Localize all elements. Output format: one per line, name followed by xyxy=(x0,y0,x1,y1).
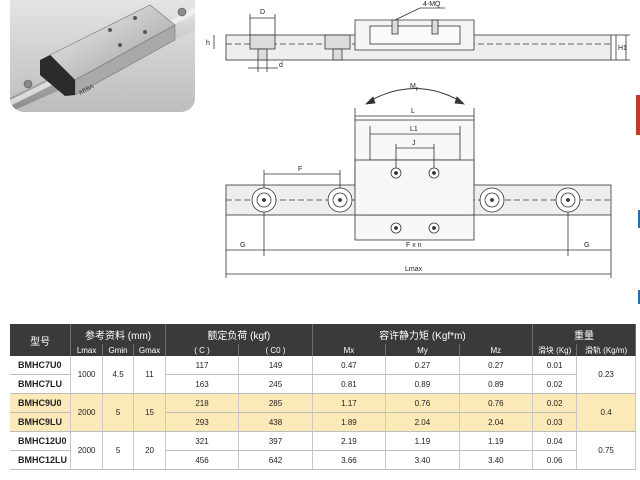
mx-cell: 1.89 xyxy=(312,412,387,432)
dim-4mq-label: 4-MQ xyxy=(423,1,441,8)
mz-cell: 2.04 xyxy=(459,412,534,432)
my-cell: 0.27 xyxy=(385,356,460,375)
mx-cell: 3.66 xyxy=(312,450,387,470)
c0-cell: 149 xyxy=(238,356,313,375)
c0-cell: 438 xyxy=(238,412,313,432)
mx-cell: 1.17 xyxy=(312,393,387,413)
model-cell: BMHC12LU xyxy=(10,450,72,470)
c-cell: 218 xyxy=(165,393,240,413)
c0-cell: 642 xyxy=(238,450,313,470)
header-rail-weight: 滑轨 (Kg/m) xyxy=(576,344,636,356)
block-weight-cell: 0.02 xyxy=(532,374,578,394)
header-c: ( C ) xyxy=(165,344,240,356)
gmin-cell: 5 xyxy=(102,431,135,470)
dim-D-label: D xyxy=(260,9,265,16)
dim-J-label: J xyxy=(412,140,416,147)
table-row: BMHC12LU 456 642 3.66 3.40 3.40 0.06 xyxy=(10,450,636,470)
mx-cell: 0.81 xyxy=(312,374,387,394)
rail-weight-cell: 0.4 xyxy=(576,393,636,432)
mx-cell: 2.19 xyxy=(312,431,387,451)
c-cell: 456 xyxy=(165,450,240,470)
dim-h-label: h xyxy=(206,40,210,47)
gmin-cell: 5 xyxy=(102,393,135,432)
gmax-cell: 11 xyxy=(133,356,166,394)
block-weight-cell: 0.04 xyxy=(532,431,578,451)
mz-cell: 3.40 xyxy=(459,450,534,470)
lmax-cell: 1000 xyxy=(70,356,103,394)
gmin-cell: 4.5 xyxy=(102,356,135,394)
c0-cell: 285 xyxy=(238,393,313,413)
c-cell: 163 xyxy=(165,374,240,394)
table-row: BMHC7LU 163 245 0.81 0.89 0.89 0.02 xyxy=(10,374,636,394)
header-block-weight: 滑块 (Kg) xyxy=(532,344,578,356)
lmax-cell: 2000 xyxy=(70,431,103,470)
technical-drawing: D 4-MQ h d H1 M r L L1 J F G G F x n Lma… xyxy=(206,1,630,278)
header-ref-group: 参考资料 (mm) xyxy=(70,324,166,344)
model-cell: BMHC7U0 xyxy=(10,356,72,375)
block-weight-cell: 0.02 xyxy=(532,393,578,413)
header-load-group: 额定负荷 (kgf) xyxy=(165,324,313,344)
block-weight-cell: 0.03 xyxy=(532,412,578,432)
header-lmax: Lmax xyxy=(70,344,103,356)
dim-H1-label: H1 xyxy=(618,45,627,52)
my-cell: 0.76 xyxy=(385,393,460,413)
dim-Fxn-label: F x n xyxy=(406,242,422,249)
product-photo: ABBA xyxy=(10,0,195,112)
dim-L-label: L xyxy=(411,108,415,115)
header-my: My xyxy=(385,344,460,356)
header-gmax: Gmax xyxy=(133,344,166,356)
c0-cell: 397 xyxy=(238,431,313,451)
table-row: BMHC9U0 2000 5 15 218 285 1.17 0.76 0.76… xyxy=(10,393,636,432)
dim-d-label: d xyxy=(279,62,283,69)
header-mz: Mz xyxy=(459,344,534,356)
header-static-group: 容许静力矩 (Kgf*m) xyxy=(312,324,534,344)
c-cell: 117 xyxy=(165,356,240,375)
dim-L1-label: L1 xyxy=(410,126,418,133)
c-cell: 321 xyxy=(165,431,240,451)
mz-cell: 1.19 xyxy=(459,431,534,451)
rail-weight-cell: 0.23 xyxy=(576,356,636,394)
my-cell: 0.89 xyxy=(385,374,460,394)
model-cell: BMHC12U0 xyxy=(10,431,72,451)
my-cell: 3.40 xyxy=(385,450,460,470)
page-edge-marks xyxy=(636,95,640,304)
moment-sub-label: r xyxy=(416,86,419,93)
gmax-cell: 20 xyxy=(133,431,166,470)
my-cell: 1.19 xyxy=(385,431,460,451)
my-cell: 2.04 xyxy=(385,412,460,432)
mz-cell: 0.89 xyxy=(459,374,534,394)
lmax-cell: 2000 xyxy=(70,393,103,432)
gmax-cell: 15 xyxy=(133,393,166,432)
c0-cell: 245 xyxy=(238,374,313,394)
header-weight-group: 重量 xyxy=(532,324,636,344)
dim-F-label: F xyxy=(298,166,302,173)
rail-weight-cell: 0.75 xyxy=(576,431,636,470)
header-gmin: Gmin xyxy=(102,344,135,356)
model-cell: BMHC9U0 xyxy=(10,393,72,413)
dim-G-right-label: G xyxy=(584,242,589,249)
block-weight-cell: 0.06 xyxy=(532,450,578,470)
header-mx: Mx xyxy=(312,344,387,356)
dim-G-left-label: G xyxy=(240,242,245,249)
table-row: BMHC9LU 293 438 1.89 2.04 2.04 0.03 xyxy=(10,412,636,432)
model-cell: BMHC7LU xyxy=(10,374,72,394)
mz-cell: 0.27 xyxy=(459,356,534,375)
spec-table: 型号 参考资料 (mm) 额定负荷 (kgf) 容许静力矩 (Kgf*m) 重量… xyxy=(10,324,636,470)
mx-cell: 0.47 xyxy=(312,356,387,375)
table-row: BMHC7U0 1000 4.5 11 117 149 0.47 0.27 0.… xyxy=(10,356,636,394)
moment-label: M xyxy=(410,83,416,90)
dim-Lmax-label: Lmax xyxy=(405,266,423,273)
c-cell: 293 xyxy=(165,412,240,432)
header-c0: ( C0 ) xyxy=(238,344,313,356)
rail-counterbore-left xyxy=(249,34,276,50)
model-cell: BMHC9LU xyxy=(10,412,72,432)
block-weight-cell: 0.01 xyxy=(532,356,578,375)
table-row: BMHC12U0 2000 5 20 321 397 2.19 1.19 1.1… xyxy=(10,431,636,470)
mz-cell: 0.76 xyxy=(459,393,534,413)
header-model: 型号 xyxy=(10,324,72,356)
linear-guide-photo: ABBA xyxy=(10,0,195,112)
